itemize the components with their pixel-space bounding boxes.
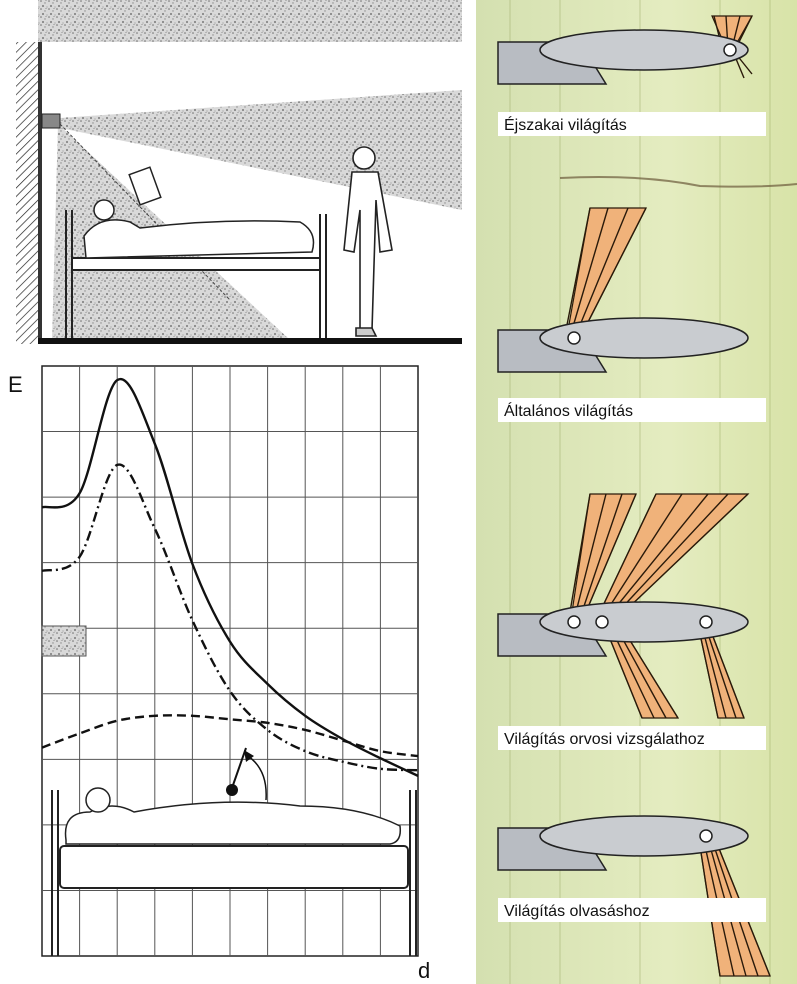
panel-label: Éjszakai világítás: [504, 115, 627, 134]
beam-ray: [623, 493, 749, 613]
x-axis-label: d: [418, 958, 430, 983]
panel-label-box: [498, 398, 766, 422]
beam-ray: [565, 207, 591, 331]
luminaire-body: [539, 601, 749, 643]
wall-luminaire: [41, 113, 61, 129]
beam-ray: [599, 493, 657, 613]
panel-label-box: [498, 726, 766, 750]
beam-ray: [613, 633, 655, 719]
lamp-icon: [699, 829, 713, 843]
lamp-icon: [723, 43, 737, 57]
panel-label: Világítás orvosi vizsgálathoz: [504, 731, 705, 748]
beam-ray: [703, 633, 727, 719]
beam-ray: [707, 633, 737, 719]
lamp-icon: [595, 615, 609, 629]
lamp-icon: [699, 615, 713, 629]
y-axis-label: E: [8, 372, 23, 397]
panel-4: Világítás olvasáshoz: [497, 815, 771, 977]
panel-label: Általános világítás: [504, 401, 633, 420]
ceiling: [38, 0, 462, 42]
luminaire-body: [539, 29, 749, 71]
luminaire-body: [539, 317, 749, 359]
chart-series: [41, 377, 419, 777]
beam-ray: [617, 493, 729, 613]
lamp-swing-indicator: [226, 747, 267, 801]
chart-patient: [64, 787, 402, 845]
lamp-icon: [567, 331, 581, 345]
luminaire-body: [539, 815, 749, 857]
beam-ray: [619, 633, 667, 719]
patient: [83, 166, 315, 259]
wall: [16, 42, 38, 344]
illuminance-chart: E d: [0, 346, 472, 984]
panel-label-box: [498, 898, 766, 922]
panel-label-box: [498, 112, 766, 136]
lamp-icon: [567, 615, 581, 629]
standing-person: [343, 146, 393, 337]
panel-1: Éjszakai világítás: [497, 15, 766, 136]
beam-ray: [577, 207, 629, 331]
beam-ray: [607, 633, 643, 719]
series-line-2: [41, 463, 419, 772]
beam-ray: [711, 633, 745, 719]
beam-ray: [569, 493, 591, 613]
legend-patch: [41, 625, 87, 657]
panel-label: Világítás olvasáshoz: [504, 903, 650, 920]
room-illustration: [14, 0, 462, 344]
beam-ray: [575, 493, 607, 613]
chart-bed: [51, 790, 417, 956]
beam-ray: [611, 493, 709, 613]
beam-ray: [699, 633, 719, 719]
beam-ray: [581, 493, 623, 613]
bed: [65, 210, 327, 338]
panel-3: Világítás orvosi vizsgálathoz: [497, 493, 766, 750]
beam-ray: [625, 633, 679, 719]
beam-ray: [571, 207, 609, 331]
beam-ray: [583, 207, 647, 331]
panel-2: Általános világítás: [497, 207, 766, 422]
beam-ray: [585, 493, 637, 613]
floor: [38, 338, 462, 344]
beam-ray: [605, 493, 683, 613]
